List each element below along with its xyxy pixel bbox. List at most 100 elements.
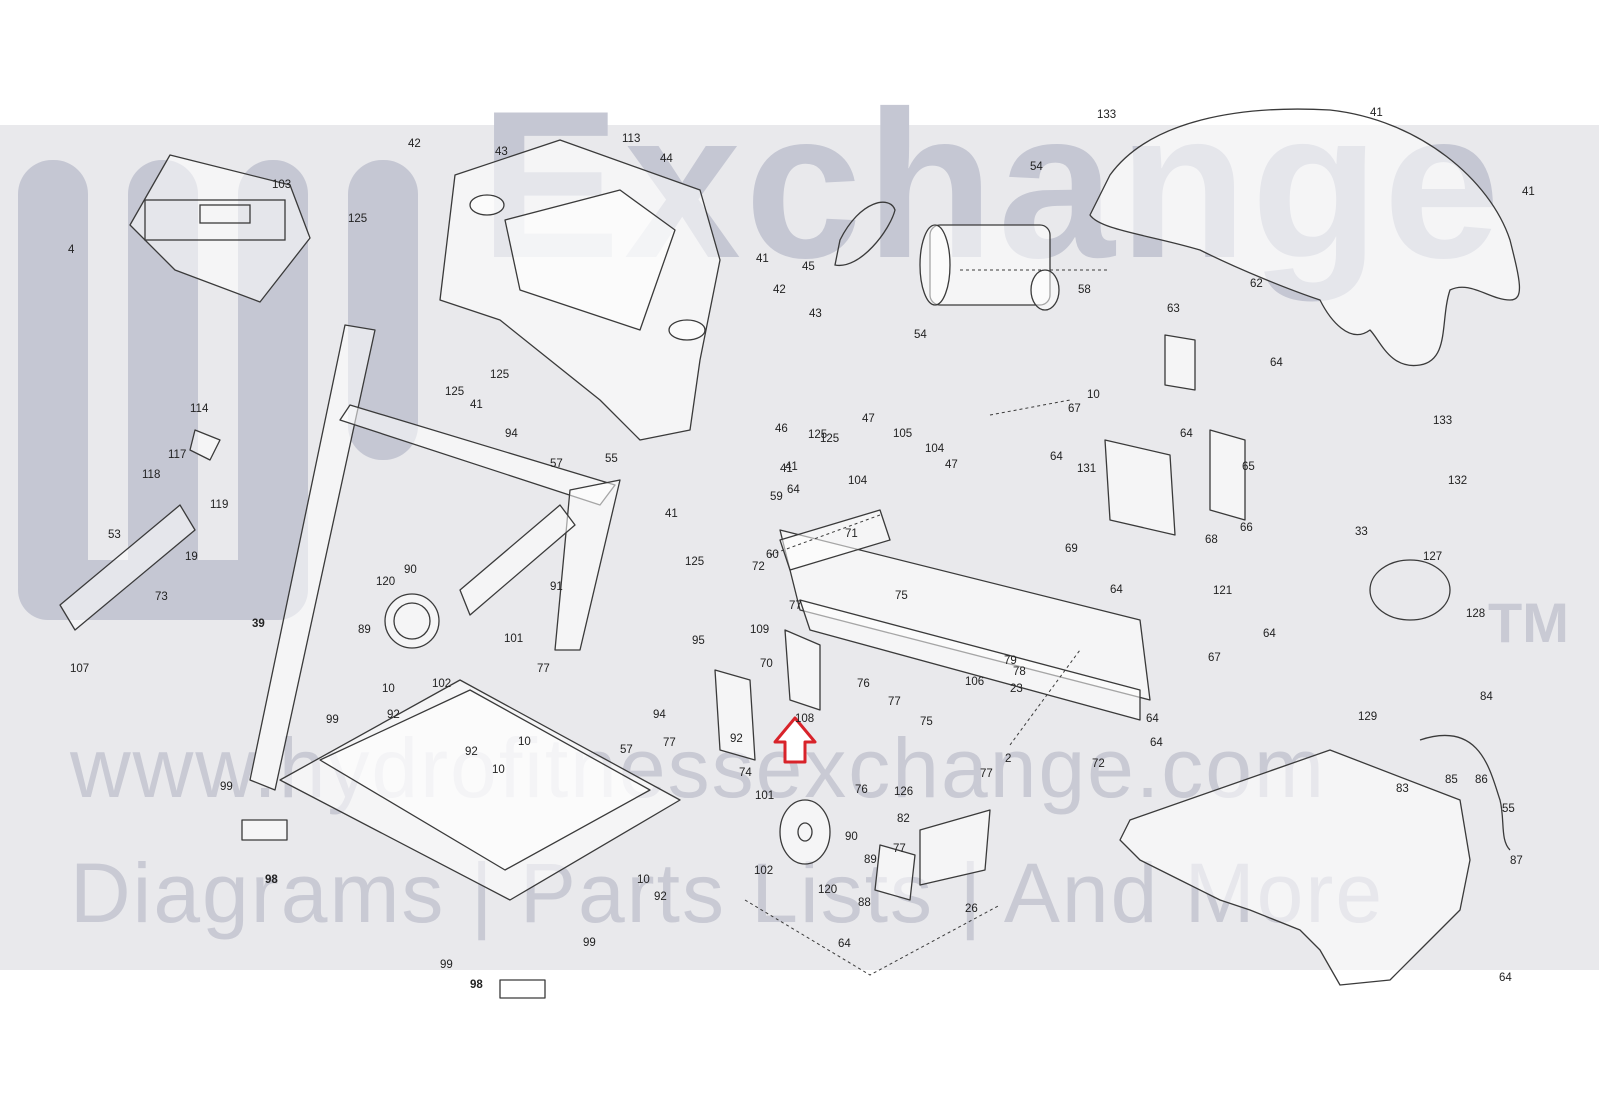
part-label: 109 xyxy=(750,624,769,636)
part-label: 10 xyxy=(492,764,505,776)
part-label: 77 xyxy=(789,600,802,612)
part-label: 101 xyxy=(755,790,774,802)
part-label: 117 xyxy=(168,449,186,461)
controller-board xyxy=(1104,334,1246,536)
part-label: 87 xyxy=(1510,855,1523,867)
part-label: 128 xyxy=(1466,608,1485,620)
part-label: 19 xyxy=(185,551,198,563)
part-label: 104 xyxy=(925,443,945,455)
part-label: 46 xyxy=(775,423,788,435)
part-label: 10 xyxy=(518,736,531,748)
part-label: 102 xyxy=(754,865,773,877)
part-label: 121 xyxy=(1213,585,1232,597)
part-label: 103 xyxy=(272,179,291,191)
part-label: 53 xyxy=(108,529,121,541)
part-label: 101 xyxy=(504,633,523,645)
part-label: 64 xyxy=(787,484,800,496)
highlight-arrow xyxy=(773,716,817,764)
part-label: 127 xyxy=(1423,551,1442,563)
part-label: 62 xyxy=(1250,278,1263,290)
part-label: 125 xyxy=(685,556,704,568)
power-cord xyxy=(1369,559,1511,851)
part-label: 79 xyxy=(1004,655,1017,667)
part-label: 99 xyxy=(583,937,596,949)
part-label: 58 xyxy=(1078,284,1091,296)
dashed-assembly-guides xyxy=(744,269,1110,976)
part-label: 99 xyxy=(220,781,233,793)
part-label: 95 xyxy=(692,635,705,647)
part-label: 90 xyxy=(404,564,417,576)
part-label: 54 xyxy=(914,329,927,341)
part-label: 105 xyxy=(893,428,912,440)
part-label: 118 xyxy=(142,469,160,481)
part-label: 55 xyxy=(605,453,618,465)
part-label: 57 xyxy=(550,458,563,470)
part-label: 104 xyxy=(848,475,868,487)
part-label: 70 xyxy=(760,658,773,670)
part-label: 132 xyxy=(1448,475,1467,487)
console-display xyxy=(129,154,311,303)
part-label: 64 xyxy=(1110,584,1123,596)
part-label: 67 xyxy=(1208,652,1221,664)
part-label: 47 xyxy=(945,459,958,471)
part-label: 125 xyxy=(490,369,509,381)
part-label: 64 xyxy=(1150,737,1163,749)
part-label: 126 xyxy=(894,786,913,798)
part-label: 33 xyxy=(1355,526,1368,538)
part-label: 2 xyxy=(1005,753,1011,765)
part-label: 119 xyxy=(210,499,228,511)
part-label: 133 xyxy=(1433,415,1452,427)
part-label: 78 xyxy=(1013,666,1026,678)
part-label: 41 xyxy=(785,461,798,473)
part-label: 75 xyxy=(895,590,908,602)
part-label: 120 xyxy=(376,576,395,588)
part-label: 66 xyxy=(1240,522,1253,534)
part-label: 90 xyxy=(845,831,858,843)
part-label: 65 xyxy=(1242,461,1255,473)
part-label: 98 xyxy=(265,874,278,886)
feet-pads xyxy=(241,819,546,999)
upright-frame xyxy=(249,324,681,901)
part-label: 44 xyxy=(660,153,673,165)
part-label: 59 xyxy=(770,491,783,503)
part-label: 47 xyxy=(862,413,875,425)
part-label: 64 xyxy=(1050,451,1063,463)
part-label: 125 xyxy=(808,429,827,441)
part-label: 39 xyxy=(252,618,265,630)
part-label: 102 xyxy=(432,678,451,690)
part-label: 54 xyxy=(1030,161,1043,173)
part-label: 76 xyxy=(857,678,870,690)
base-frame xyxy=(779,509,1151,721)
part-label: 91 xyxy=(550,581,563,593)
part-label: 41 xyxy=(1522,186,1535,198)
part-label: 76 xyxy=(855,784,868,796)
part-label: 41 xyxy=(1370,107,1383,119)
part-label: 92 xyxy=(654,891,667,903)
part-label: 77 xyxy=(663,737,676,749)
part-label: 73 xyxy=(155,591,168,603)
part-label: 92 xyxy=(387,709,400,721)
part-label: 82 xyxy=(897,813,910,825)
part-label: 10 xyxy=(382,683,395,695)
part-label: 69 xyxy=(1065,543,1078,555)
part-label: 129 xyxy=(1358,711,1377,723)
part-label: 41 xyxy=(470,399,483,411)
part-label: 77 xyxy=(980,768,993,780)
part-label: 113 xyxy=(622,133,640,145)
part-label: 108 xyxy=(795,713,814,725)
part-label: 99 xyxy=(326,714,339,726)
part-label: 67 xyxy=(1068,403,1081,415)
part-label: 98 xyxy=(470,979,483,991)
part-label: 55 xyxy=(1502,803,1515,815)
part-label: 42 xyxy=(408,138,421,150)
motor-hood xyxy=(1089,108,1521,367)
part-label: 131 xyxy=(1077,463,1096,475)
part-label: 68 xyxy=(1205,534,1218,546)
part-label: 41 xyxy=(756,253,769,265)
front-rollers xyxy=(384,593,831,865)
part-label: 125 xyxy=(445,386,464,398)
part-label: 41 xyxy=(780,463,793,475)
part-label: 92 xyxy=(730,733,743,745)
